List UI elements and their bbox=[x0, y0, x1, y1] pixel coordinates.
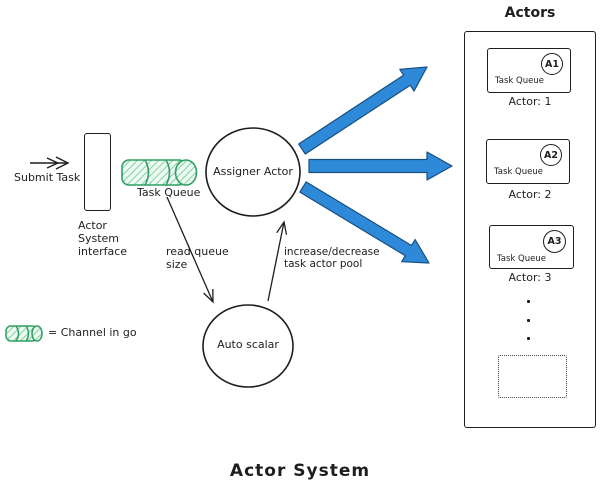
assigner-actor-label: Assigner Actor bbox=[213, 165, 293, 178]
vertical-ellipsis-dot bbox=[527, 337, 530, 340]
legend-channel-cylinder-icon bbox=[5, 325, 43, 342]
actors-panel-box bbox=[464, 31, 596, 428]
dispatch-arrow-up bbox=[298, 66, 428, 155]
actor-2-badge: A2 bbox=[540, 144, 562, 166]
actor-1-queue-label: Task Queue bbox=[495, 76, 544, 86]
actor-3-caption: Actor: 3 bbox=[508, 271, 552, 284]
task-queue-label: Task Queue bbox=[137, 186, 201, 199]
vertical-ellipsis-dot bbox=[527, 319, 530, 322]
dispatch-arrow-middle bbox=[308, 151, 453, 181]
task-queue-cylinder bbox=[121, 159, 198, 186]
auto-scalar-circle bbox=[202, 304, 294, 388]
future-actor-placeholder-box bbox=[498, 355, 567, 398]
actor-system-interface-label: Actor System interface bbox=[78, 219, 128, 258]
vertical-ellipsis-dot bbox=[527, 300, 530, 303]
actor-3-queue-label: Task Queue bbox=[497, 254, 546, 264]
submit-task-label: Submit Task bbox=[14, 171, 81, 184]
actor-2-queue-label: Task Queue bbox=[494, 167, 543, 177]
legend-text: = Channel in go bbox=[48, 326, 137, 339]
read-queue-size-label: read queue size bbox=[166, 245, 229, 271]
dispatch-arrows bbox=[298, 66, 453, 264]
actor-1-caption: Actor: 1 bbox=[508, 95, 552, 108]
actors-panel-title: Actors bbox=[504, 5, 556, 21]
actor-2-caption: Actor: 2 bbox=[508, 188, 552, 201]
increase-decrease-label: increase/decrease task actor pool bbox=[284, 246, 380, 271]
dispatch-arrow-down bbox=[299, 181, 430, 264]
actor-1-badge: A1 bbox=[541, 53, 563, 75]
read-queue-size-arrow bbox=[166, 196, 214, 304]
submit-task-arrow bbox=[30, 156, 70, 170]
assigner-actor-circle bbox=[205, 127, 301, 217]
actor-3-badge: A3 bbox=[543, 230, 566, 253]
increase-decrease-arrow bbox=[267, 220, 288, 302]
actor-system-interface-box bbox=[84, 133, 111, 211]
auto-scalar-label: Auto scalar bbox=[217, 338, 279, 351]
diagram-title: Actor System bbox=[229, 461, 371, 481]
